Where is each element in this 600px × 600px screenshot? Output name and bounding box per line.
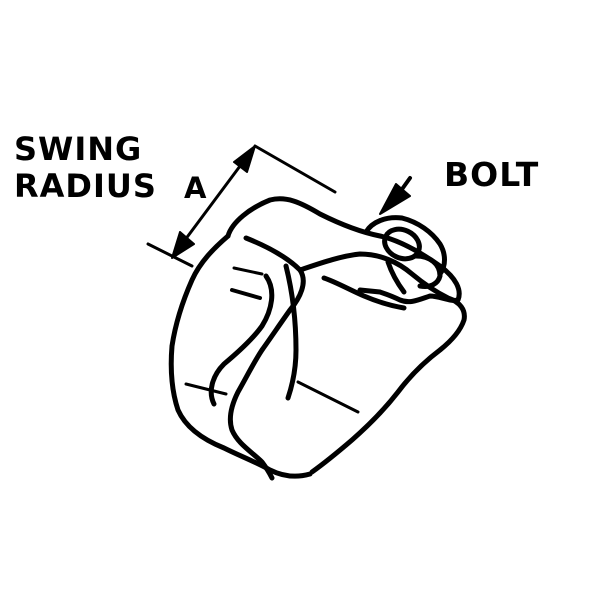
clamp-left-inner-edge [208,273,275,407]
swing-label-line1: SWING [14,130,143,168]
dimension-arrow-bottom [171,231,195,259]
swing-radius-label: SWING RADIUS [14,133,157,207]
dimension-line [180,156,248,246]
extension-line-lower [146,242,194,268]
bolt-nut [413,253,443,289]
bolt-flange [363,215,447,277]
clamp-right-jaw-inner [321,275,407,311]
bolt-arrow-head [379,183,411,215]
dimension-label-a: A [184,171,207,205]
bolt-pointer [379,176,412,215]
bolt-label: BOLT [444,155,540,194]
clamp-right-jaw [297,251,467,475]
clamp-detail-stroke-2 [184,382,228,396]
dimension-arrow-top [233,145,256,173]
bolt-head [382,226,422,262]
clamp-front-face [227,235,306,481]
swing-radius-dimension [146,144,337,268]
clamp-detail-stroke-1 [230,288,262,300]
bolt [363,215,447,295]
clamp-detail-stroke-4 [232,266,264,276]
extension-line-upper [253,144,337,194]
swing-label-line2: RADIUS [14,167,157,205]
bolt-shank [385,259,407,295]
clamp-detail-stroke-3 [296,380,360,414]
clamp-center-seam [283,263,299,401]
